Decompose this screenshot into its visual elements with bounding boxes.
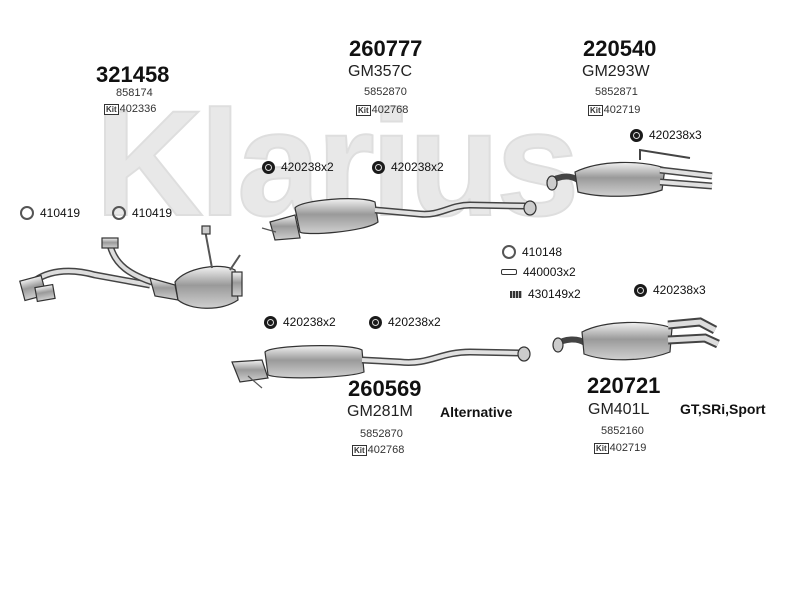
fitting-code: 420238x2 xyxy=(391,160,444,174)
fitting-item: 410419 xyxy=(112,206,172,220)
fitting-item: 420238x2 xyxy=(372,160,444,174)
clamp-icon xyxy=(634,283,647,297)
fitting-item: 410419 xyxy=(20,206,80,220)
fitting-code: 420238x3 xyxy=(649,128,702,142)
rear-silencer-gt-drawing xyxy=(552,317,720,361)
alternative-middle-silencer-drawing xyxy=(231,345,531,389)
oem-number: 5852870 xyxy=(360,428,403,440)
middle-silencer-drawing xyxy=(261,198,537,241)
oem-number: 858174 xyxy=(116,87,153,99)
ring-gasket-icon xyxy=(502,245,516,259)
fitting-item: 420238x3 xyxy=(634,283,706,297)
fitting-item: 440003x2 xyxy=(501,265,576,279)
kit-icon: Kit xyxy=(594,442,609,454)
part-number-260777: 260777 xyxy=(349,36,423,61)
part-number-220540: 220540 xyxy=(583,36,657,61)
svg-text:Klarius: Klarius xyxy=(95,79,576,247)
model-code: GM281M xyxy=(347,403,413,420)
kit-number: 402336 xyxy=(119,103,157,115)
fitting-code: 410419 xyxy=(40,206,81,220)
kit-number: 402719 xyxy=(609,442,647,454)
kit-reference: Kit 402719 xyxy=(588,104,640,116)
variant-note: GT,SRi,Sport xyxy=(680,401,766,417)
kit-icon: Kit xyxy=(104,103,119,115)
fitting-code: 420238x3 xyxy=(653,283,706,297)
fitting-code: 420238x2 xyxy=(388,315,441,329)
kit-icon: Kit xyxy=(356,104,371,116)
kit-reference: Kit 402768 xyxy=(356,104,408,116)
fitting-item: 420238x2 xyxy=(369,315,441,329)
part-number-260569: 260569 xyxy=(348,376,422,401)
kit-reference: Kit 402336 xyxy=(104,103,156,115)
front-pipe-catalyst-drawing xyxy=(19,225,243,309)
kit-icon: Kit xyxy=(588,104,603,116)
ring-gasket-icon xyxy=(20,206,34,220)
oem-number: 5852871 xyxy=(595,86,638,98)
fitting-code: 440003x2 xyxy=(523,265,576,279)
fitting-code: 410419 xyxy=(132,206,173,220)
clamp-icon xyxy=(369,315,382,329)
fitting-code: 430149x2 xyxy=(528,287,581,301)
oem-number: 5852160 xyxy=(601,425,644,437)
screw-icon xyxy=(510,290,522,298)
oem-number: 5852870 xyxy=(364,86,407,98)
fitting-item: 420238x3 xyxy=(630,128,702,142)
fitting-item: 420238x2 xyxy=(262,160,334,174)
ring-gasket-icon xyxy=(112,206,126,220)
rear-silencer-drawing xyxy=(546,148,713,197)
kit-reference: Kit 402768 xyxy=(352,444,404,456)
kit-icon: Kit xyxy=(352,444,367,456)
part-number-220721: 220721 xyxy=(587,373,661,398)
fitting-code: 420238x2 xyxy=(281,160,334,174)
clamp-icon xyxy=(630,128,643,142)
kit-number: 402768 xyxy=(367,444,405,456)
part-number-321458: 321458 xyxy=(96,62,170,87)
fitting-item: 420238x2 xyxy=(264,315,336,329)
fitting-code: 410148 xyxy=(522,245,563,259)
clamp-icon xyxy=(264,315,277,329)
bolt-icon xyxy=(501,269,517,275)
fitting-item: 430149x2 xyxy=(510,287,581,301)
model-code: GM357C xyxy=(348,63,413,80)
fitting-item: 410148 xyxy=(502,245,562,259)
fitting-code: 420238x2 xyxy=(283,315,336,329)
kit-number: 402768 xyxy=(371,104,409,116)
alternative-note: Alternative xyxy=(440,404,513,420)
clamp-icon xyxy=(262,160,275,174)
kit-number: 402719 xyxy=(603,104,641,116)
model-code: GM293W xyxy=(582,63,650,80)
clamp-icon xyxy=(372,160,385,174)
model-code: GM401L xyxy=(588,401,650,418)
kit-reference: Kit 402719 xyxy=(594,442,646,454)
